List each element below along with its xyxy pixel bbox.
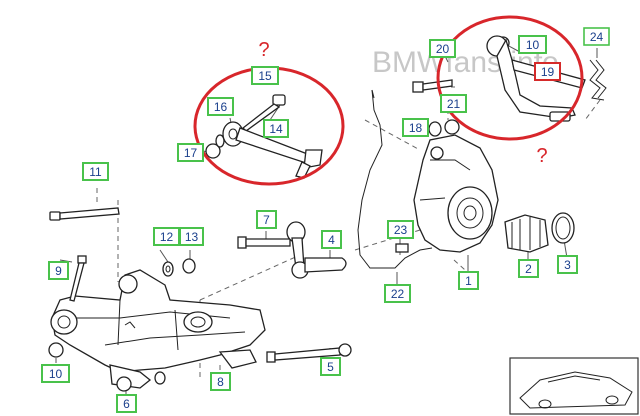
- callout-12: 12: [153, 227, 180, 246]
- svg-text:24: 24: [590, 30, 604, 44]
- vehicle-inset: [509, 357, 639, 415]
- callout-8: 8: [210, 372, 231, 391]
- svg-text:2: 2: [525, 262, 532, 276]
- bolt-9: [69, 255, 87, 302]
- callout-21: 21: [440, 94, 467, 113]
- svg-text:1: 1: [465, 274, 472, 288]
- callout-18: 18: [402, 118, 429, 137]
- svg-text:10: 10: [526, 38, 540, 52]
- output-flange-2: [504, 214, 549, 253]
- bolt-5: [266, 343, 352, 363]
- svg-text:13: 13: [185, 230, 199, 244]
- svg-text:22: 22: [391, 287, 405, 301]
- bolt-11: [49, 207, 120, 221]
- svg-text:23: 23: [394, 223, 408, 237]
- svg-text:3: 3: [564, 258, 571, 272]
- svg-text:6: 6: [123, 397, 130, 411]
- sensor-cable: [357, 89, 433, 269]
- callout-23: 23: [387, 220, 414, 239]
- callout-6: 6: [116, 394, 137, 413]
- callout-3: 3: [557, 255, 578, 274]
- question-mark-left: ?: [258, 39, 269, 61]
- callout-2: 2: [518, 259, 539, 278]
- callout-16: 16: [207, 97, 234, 116]
- rear-axle-subframe: [50, 269, 266, 389]
- callout-24: 24: [583, 27, 610, 46]
- svg-text:7: 7: [263, 213, 270, 227]
- control-arm-14: [222, 121, 323, 179]
- callout-4: 4: [321, 230, 342, 249]
- callout-11: 11: [82, 162, 109, 181]
- callout-14: 14: [263, 119, 289, 138]
- svg-text:20: 20: [436, 42, 450, 56]
- svg-text:19: 19: [541, 65, 555, 79]
- callout-15: 15: [251, 66, 279, 85]
- svg-text:17: 17: [184, 146, 198, 160]
- callout-13: 13: [179, 227, 204, 246]
- question-mark-right: ?: [536, 145, 547, 167]
- svg-text:11: 11: [89, 165, 102, 179]
- callout-19: 19: [534, 62, 561, 81]
- svg-text:15: 15: [258, 69, 272, 83]
- callout-labels: 1 2 3 4 5 6 7 8 9 10 10 11 12 13 14 15 1…: [41, 27, 610, 413]
- callout-10-upper: 10: [518, 35, 547, 54]
- callout-7: 7: [256, 210, 277, 229]
- callout-10-lower: 10: [41, 364, 70, 383]
- highlight-circle-right: [436, 15, 584, 141]
- bolt-7: [237, 236, 291, 249]
- bracket-24: [589, 59, 607, 101]
- wheel-carrier-1: [413, 134, 499, 253]
- callout-9: 9: [48, 261, 69, 280]
- svg-text:8: 8: [217, 375, 224, 389]
- svg-text:16: 16: [214, 100, 228, 114]
- svg-text:4: 4: [328, 233, 335, 247]
- svg-text:21: 21: [447, 97, 461, 111]
- callout-17: 17: [177, 143, 204, 162]
- callout-5: 5: [320, 357, 341, 376]
- svg-text:12: 12: [160, 230, 174, 244]
- svg-text:14: 14: [269, 122, 283, 136]
- seal-ring-3: [551, 212, 575, 244]
- bolt-20: [412, 79, 453, 93]
- callout-22: 22: [384, 284, 411, 303]
- callout-1: 1: [458, 271, 479, 290]
- svg-text:5: 5: [327, 360, 334, 374]
- svg-text:9: 9: [55, 264, 62, 278]
- svg-text:18: 18: [409, 121, 423, 135]
- link-4: [286, 221, 347, 279]
- svg-text:10: 10: [49, 367, 63, 381]
- callout-20: 20: [429, 39, 456, 58]
